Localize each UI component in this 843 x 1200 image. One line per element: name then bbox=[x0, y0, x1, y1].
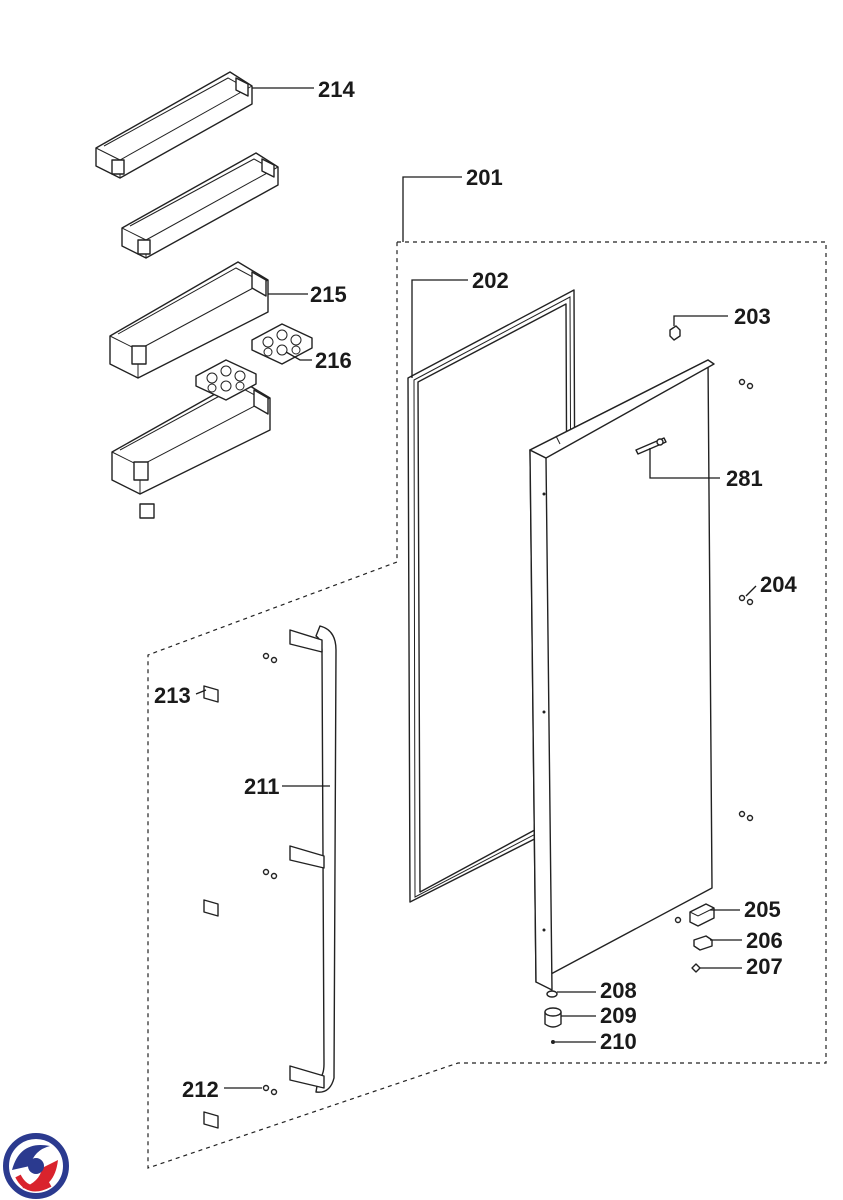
screw-pair-upper-right bbox=[738, 378, 754, 390]
cap-bottom bbox=[203, 1111, 219, 1129]
cap-213 bbox=[203, 685, 219, 703]
leader-line-281 bbox=[649, 448, 720, 479]
bushing-206 bbox=[693, 935, 713, 951]
leader-line-204 bbox=[745, 585, 757, 597]
part-label-212: 212 bbox=[182, 1077, 219, 1102]
part-label-206: 206 bbox=[746, 928, 783, 953]
part-label-202: 202 bbox=[472, 268, 509, 293]
part-label-213: 213 bbox=[154, 683, 191, 708]
pin-210 bbox=[551, 1040, 555, 1044]
screw-207 bbox=[691, 963, 701, 973]
door-label-281 bbox=[635, 437, 667, 455]
egg-tray-216-left bbox=[195, 359, 257, 401]
circular-swirl-logo bbox=[3, 1133, 69, 1199]
door-handle-211 bbox=[289, 625, 337, 1093]
cap-mid bbox=[203, 899, 219, 917]
part-label-215: 215 bbox=[310, 282, 347, 307]
screw-pair-lower-right bbox=[738, 810, 754, 822]
door-bin-215-upper bbox=[109, 261, 269, 379]
door-bin-214-upper bbox=[95, 71, 253, 179]
leader-line-201 bbox=[402, 176, 462, 242]
part-label-210: 210 bbox=[600, 1029, 637, 1054]
screw-203 bbox=[669, 325, 681, 341]
screw-204 bbox=[738, 594, 754, 606]
part-label-211: 211 bbox=[244, 774, 280, 799]
part-label-208: 208 bbox=[600, 978, 637, 1003]
part-label-205: 205 bbox=[744, 897, 781, 922]
door-bin-215-lower bbox=[111, 379, 271, 495]
hinge-205 bbox=[674, 903, 715, 927]
leader-line-203 bbox=[673, 315, 728, 326]
part-label-209: 209 bbox=[600, 1003, 637, 1028]
screw-pair-handle-mid bbox=[262, 868, 278, 880]
door-bin-214-lower bbox=[121, 152, 279, 259]
leader-line-202 bbox=[411, 279, 468, 378]
egg-tray-216-right bbox=[251, 323, 313, 365]
bushing-209 bbox=[544, 1007, 562, 1028]
part-label-281: 281 bbox=[726, 466, 763, 491]
part-label-207: 207 bbox=[746, 954, 783, 979]
small-cap-plate bbox=[139, 503, 155, 519]
door-panel bbox=[529, 359, 715, 991]
part-label-204: 204 bbox=[760, 572, 797, 597]
part-label-216: 216 bbox=[315, 348, 352, 373]
screw-pair-handle-top bbox=[262, 652, 278, 664]
leader-line-213 bbox=[195, 689, 207, 695]
washer-208 bbox=[546, 990, 558, 998]
part-label-201: 201 bbox=[466, 165, 503, 190]
screw-212 bbox=[262, 1084, 278, 1096]
leader-line-216 bbox=[285, 351, 312, 361]
part-label-203: 203 bbox=[734, 304, 771, 329]
part-label-214: 214 bbox=[318, 77, 355, 102]
